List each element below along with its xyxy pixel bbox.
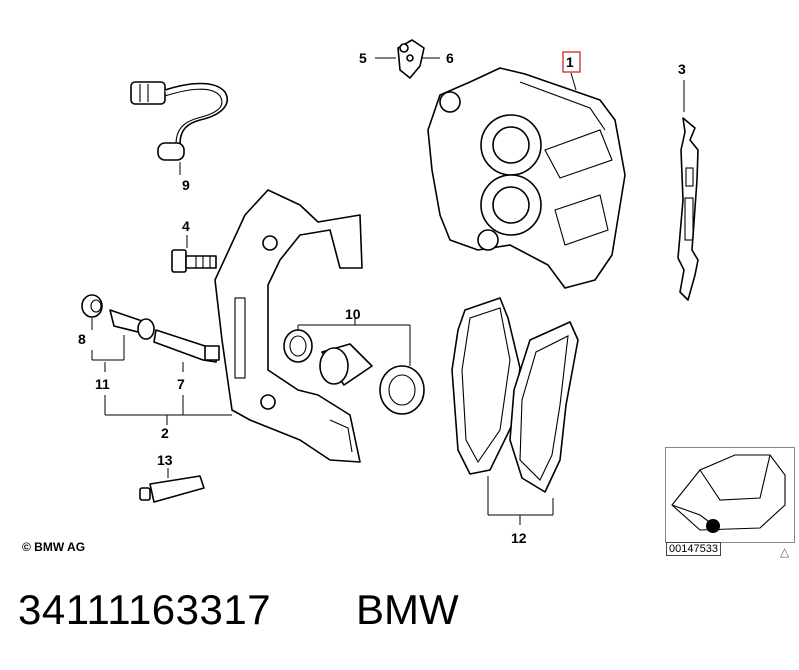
highlight-box-1 xyxy=(562,51,581,73)
location-marker-icon xyxy=(706,519,720,533)
label-2[interactable]: 2 xyxy=(161,425,169,441)
label-12[interactable]: 12 xyxy=(511,530,527,546)
label-13[interactable]: 13 xyxy=(157,452,173,468)
guide-sleeve-cap[interactable] xyxy=(81,294,103,318)
label-4[interactable]: 4 xyxy=(182,218,190,234)
label-9[interactable]: 9 xyxy=(182,177,190,193)
part-number: 34111163317 xyxy=(18,586,272,633)
brake-pad-set[interactable] xyxy=(451,297,579,493)
grease-tube[interactable] xyxy=(139,475,205,503)
label-1[interactable]: 1 xyxy=(566,54,574,70)
label-5[interactable]: 5 xyxy=(359,50,367,66)
thumbnail-code: 00147533 xyxy=(666,542,721,556)
guide-sleeve[interactable] xyxy=(109,309,155,340)
bolt[interactable] xyxy=(171,249,217,273)
spring-clip[interactable] xyxy=(677,117,699,301)
guide-pin[interactable] xyxy=(153,329,220,363)
warning-triangle-icon: △ xyxy=(780,545,790,559)
caliper-carrier[interactable] xyxy=(214,189,363,463)
brand-name: BMW xyxy=(356,586,459,633)
label-6[interactable]: 6 xyxy=(446,50,454,66)
copyright-notice: © BMW AG xyxy=(22,540,86,554)
label-8[interactable]: 8 xyxy=(78,331,86,347)
label-3[interactable]: 3 xyxy=(678,61,686,77)
piston-seal-set[interactable] xyxy=(283,329,425,415)
label-11[interactable]: 11 xyxy=(95,376,110,392)
label-7[interactable]: 7 xyxy=(177,376,185,392)
car-locator-thumbnail[interactable] xyxy=(671,454,786,533)
label-10[interactable]: 10 xyxy=(345,306,361,322)
wear-sensor-cable[interactable] xyxy=(130,81,228,161)
thumbnail-frame xyxy=(665,447,795,543)
brake-caliper-housing[interactable] xyxy=(427,67,626,289)
sensor-clip[interactable] xyxy=(397,39,425,79)
